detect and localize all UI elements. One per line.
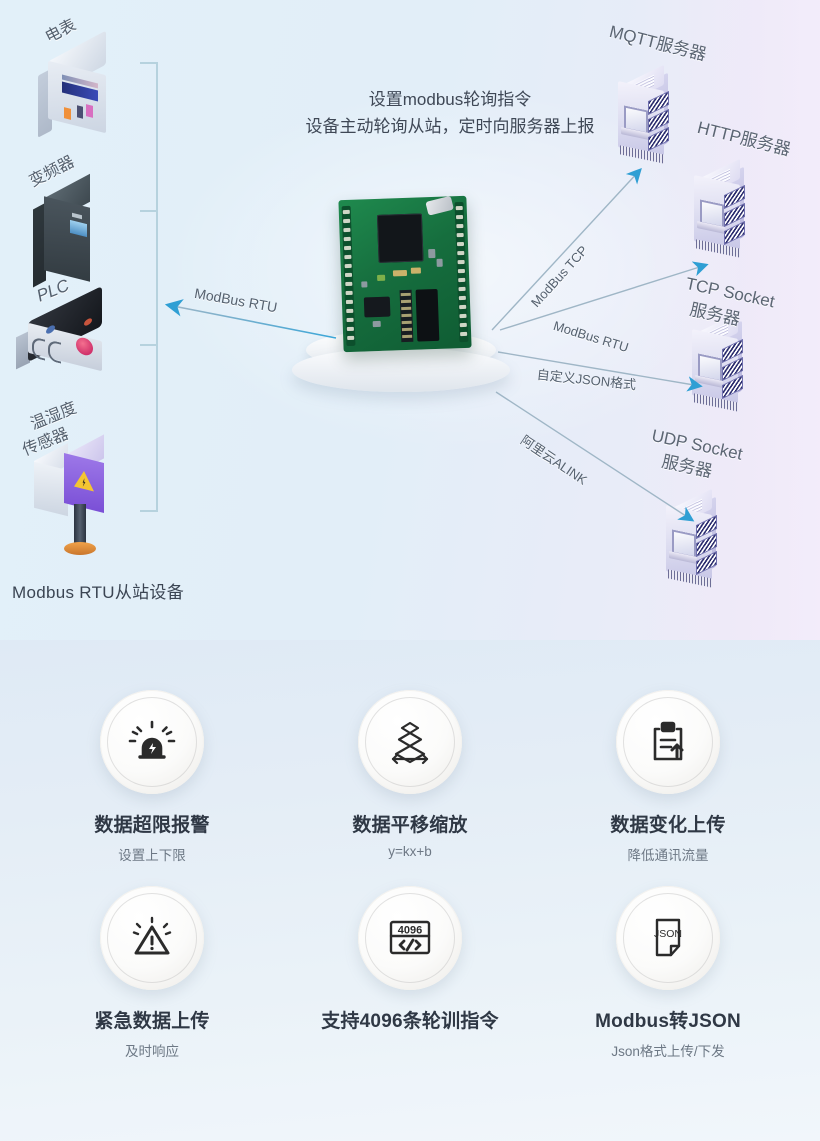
feature-title: 紧急数据上传 — [94, 1011, 210, 1032]
feature-scale-shift[interactable]: 数据平移缩放 y=kx+b — [320, 690, 500, 864]
alarm-light-icon — [100, 690, 204, 794]
feature-data-alarm[interactable]: 数据超限报警 设置上下限 — [62, 690, 242, 864]
headline-line-2: 设备主动轮询从站，定时向服务器上报 — [305, 117, 595, 137]
feature-grid: 数据超限报警 设置上下限 数据平移缩放 y=kx+b — [0, 690, 820, 1082]
feature-title: 支持4096条轮训指令 — [321, 1011, 499, 1032]
json-icon-label: JSON — [654, 928, 682, 940]
slave-devices-caption: Modbus RTU从站设备 — [12, 583, 185, 602]
feature-subtitle: Json格式上传/下发 — [611, 1044, 725, 1059]
feature-urgent-upload[interactable]: 紧急数据上传 及时响应 — [62, 886, 242, 1060]
warning-triangle-icon — [100, 886, 204, 990]
feature-subtitle: 降低通讯流量 — [627, 848, 709, 863]
json-file-icon: JSON — [616, 886, 720, 990]
arrow-gateway-to-mqtt — [491, 167, 642, 331]
feature-row-2: 紧急数据上传 及时响应 4096 支持4096条轮训指令 — [0, 886, 820, 1060]
arrow-gateway-to-http — [499, 261, 709, 331]
feature-row-1: 数据超限报警 设置上下限 数据平移缩放 y=kx+b — [0, 690, 820, 864]
connection-arrows — [164, 167, 709, 522]
code-4096-icon: 4096 — [358, 886, 462, 990]
feature-title: Modbus转JSON — [595, 1011, 741, 1032]
headline: 设置modbus轮询指令 设备主动轮询从站，定时向服务器上报 — [250, 86, 650, 140]
feature-title: 数据超限报警 — [94, 815, 210, 836]
feature-subtitle: 及时响应 — [125, 1044, 179, 1059]
code-icon-count: 4096 — [398, 925, 422, 937]
feature-subtitle: y=kx+b — [388, 844, 432, 859]
feature-change-upload[interactable]: 数据变化上传 降低通讯流量 — [578, 690, 758, 864]
feature-4096-commands[interactable]: 4096 支持4096条轮训指令 — [320, 886, 500, 1060]
clipboard-upload-icon — [616, 690, 720, 794]
scale-shift-icon — [358, 690, 462, 794]
arrow-gateway-to-devices — [164, 299, 337, 339]
feature-modbus-to-json[interactable]: JSON Modbus转JSON Json格式上传/下发 — [578, 886, 758, 1060]
feature-subtitle: 设置上下限 — [118, 848, 186, 863]
slave-device-bracket — [140, 62, 164, 512]
feature-title: 数据平移缩放 — [352, 815, 468, 836]
temperature-humidity-sensor-icon — [28, 434, 138, 568]
headline-line-1: 设置modbus轮询指令 — [368, 90, 532, 109]
arrow-gateway-to-tcp — [497, 351, 703, 392]
feature-title: 数据变化上传 — [610, 815, 726, 836]
arrow-gateway-to-udp — [495, 391, 695, 522]
